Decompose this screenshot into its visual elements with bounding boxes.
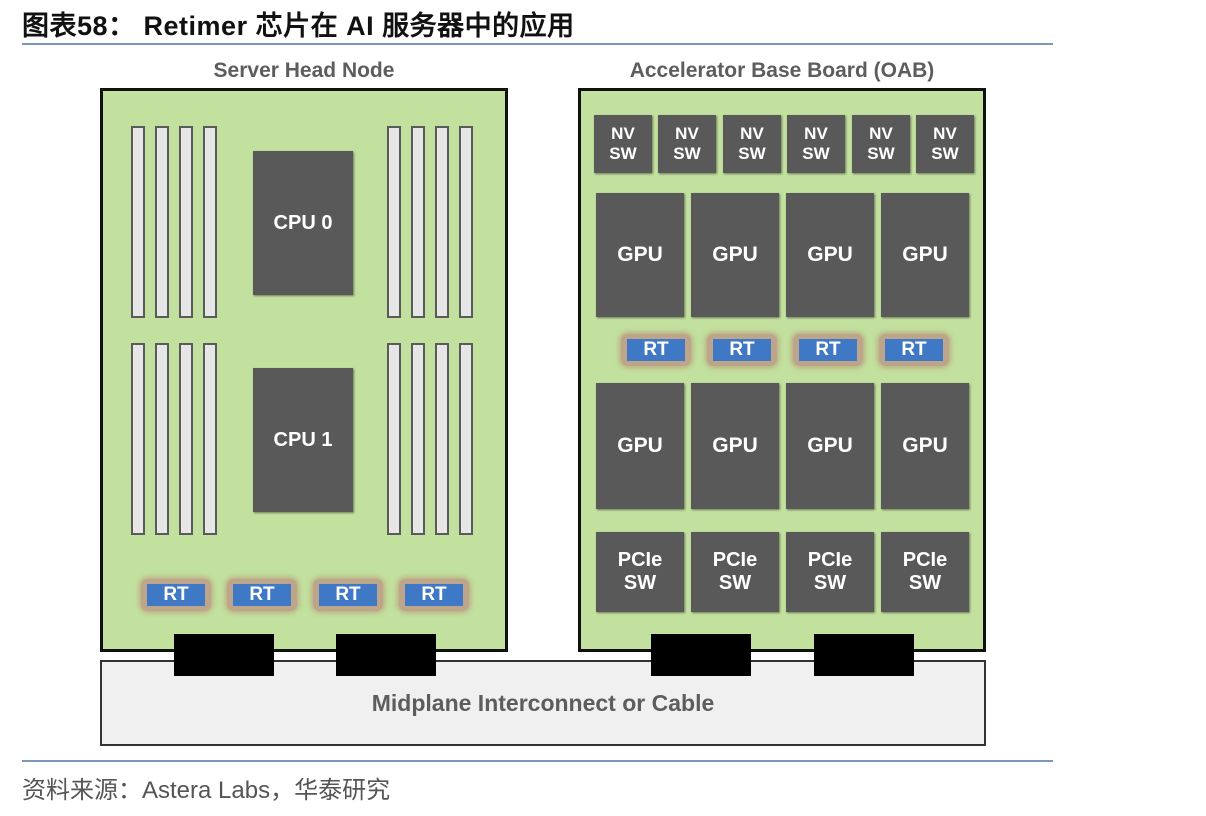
gpu-chip: GPU bbox=[691, 193, 779, 317]
title-divider bbox=[22, 43, 1053, 45]
dimm-slot bbox=[411, 126, 425, 318]
gpu-chip: GPU bbox=[691, 383, 779, 509]
midplane-label: Midplane Interconnect or Cable bbox=[371, 689, 715, 716]
source-note: 资料来源：Astera Labs，华泰研究 bbox=[22, 777, 391, 804]
server-head-node-title: Server Head Node bbox=[213, 59, 395, 82]
oab-title: Accelerator Base Board (OAB) bbox=[629, 59, 935, 82]
gpu-chip: GPU bbox=[596, 193, 684, 317]
gpu-chip: GPU bbox=[881, 193, 969, 317]
pcie-switch-chip: PCIe SW bbox=[691, 532, 779, 612]
dimm-slot bbox=[459, 343, 473, 535]
gpu-chip: GPU bbox=[596, 383, 684, 509]
nvswitch-chip: NV SW bbox=[723, 115, 781, 173]
server-head-node-board: CPU 0 CPU 1 RT RT RT RT bbox=[100, 88, 508, 652]
source-divider bbox=[22, 760, 1053, 762]
retimer-chip: RT bbox=[313, 579, 383, 611]
retimer-chip: RT bbox=[879, 334, 949, 366]
dimm-slot bbox=[411, 343, 425, 535]
dimm-slot bbox=[179, 343, 193, 535]
gpu-chip: GPU bbox=[881, 383, 969, 509]
retimer-chip: RT bbox=[399, 579, 469, 611]
dimm-slot bbox=[131, 343, 145, 535]
figure-title: 图表58： Retimer 芯片在 AI 服务器中的应用 bbox=[22, 11, 575, 41]
board-connector bbox=[814, 634, 914, 676]
dimm-slot bbox=[387, 343, 401, 535]
pcie-switch-chip: PCIe SW bbox=[786, 532, 874, 612]
dimm-slot bbox=[155, 343, 169, 535]
gpu-chip: GPU bbox=[786, 383, 874, 509]
cpu-0-chip: CPU 0 bbox=[253, 151, 353, 295]
cpu-1-chip: CPU 1 bbox=[253, 368, 353, 512]
nvswitch-chip: NV SW bbox=[787, 115, 845, 173]
dimm-slot bbox=[155, 126, 169, 318]
dimm-slot bbox=[387, 126, 401, 318]
dimm-slot bbox=[179, 126, 193, 318]
nvswitch-chip: NV SW bbox=[658, 115, 716, 173]
nvswitch-chip: NV SW bbox=[852, 115, 910, 173]
dimm-slot bbox=[435, 343, 449, 535]
dimm-slot bbox=[459, 126, 473, 318]
retimer-chip: RT bbox=[793, 334, 863, 366]
board-connector bbox=[651, 634, 751, 676]
retimer-chip: RT bbox=[621, 334, 691, 366]
nvswitch-chip: NV SW bbox=[916, 115, 974, 173]
dimm-slot bbox=[203, 343, 217, 535]
gpu-chip: GPU bbox=[786, 193, 874, 317]
board-connector bbox=[336, 634, 436, 676]
pcie-switch-chip: PCIe SW bbox=[596, 532, 684, 612]
retimer-chip: RT bbox=[707, 334, 777, 366]
nvswitch-chip: NV SW bbox=[594, 115, 652, 173]
oab-board: NV SW NV SW NV SW NV SW NV SW NV SW GPU … bbox=[578, 88, 986, 652]
dimm-slot bbox=[131, 126, 145, 318]
dimm-slot bbox=[203, 126, 217, 318]
retimer-chip: RT bbox=[141, 579, 211, 611]
pcie-switch-chip: PCIe SW bbox=[881, 532, 969, 612]
board-connector bbox=[174, 634, 274, 676]
dimm-slot bbox=[435, 126, 449, 318]
retimer-chip: RT bbox=[227, 579, 297, 611]
